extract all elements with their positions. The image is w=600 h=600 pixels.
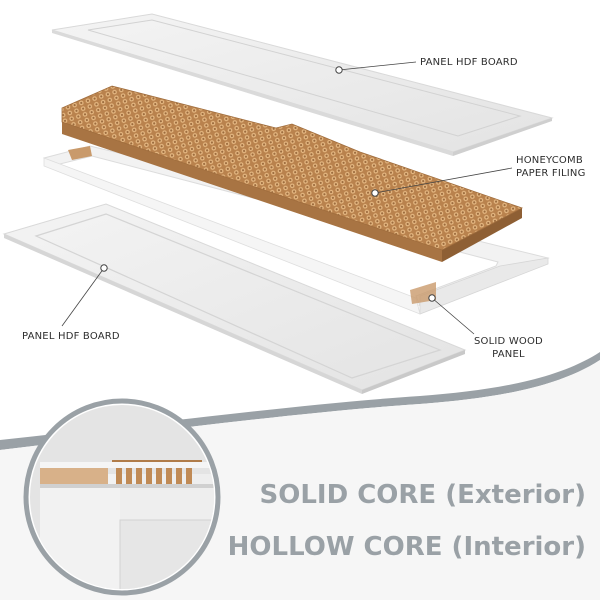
label-solid-wood-line1: SOLID WOOD bbox=[474, 335, 543, 348]
label-bottom-hdf-board: PANEL HDF BOARD bbox=[22, 330, 120, 343]
label-honeycomb: HONEYCOMB PAPER FILING bbox=[516, 154, 586, 180]
headline-hollow-core: HOLLOW CORE (Interior) bbox=[228, 532, 586, 562]
label-top-hdf-board: PANEL HDF BOARD bbox=[420, 56, 518, 69]
label-solid-wood-line2: PANEL bbox=[474, 348, 543, 361]
label-honeycomb-line2: PAPER FILING bbox=[516, 167, 586, 180]
headline-solid-core: SOLID CORE (Exterior) bbox=[260, 480, 587, 510]
label-solid-wood: SOLID WOOD PANEL bbox=[474, 335, 543, 361]
label-honeycomb-line1: HONEYCOMB bbox=[516, 154, 586, 167]
